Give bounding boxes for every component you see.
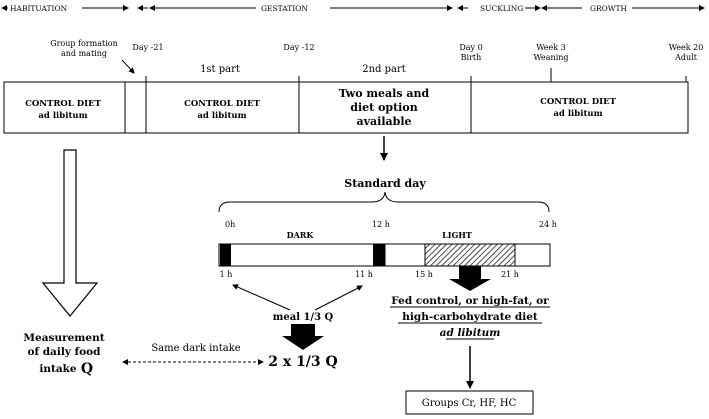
phase-growth: GROWTH bbox=[590, 4, 627, 13]
measurement-q: Q bbox=[81, 361, 93, 377]
standard-day-brace bbox=[218, 191, 550, 213]
timeline-labels: Group formation and mating Day -21 Day -… bbox=[50, 39, 703, 75]
light-down-arrow bbox=[449, 266, 491, 291]
label-0h: 0h bbox=[225, 220, 235, 229]
hollow-down-arrow bbox=[41, 149, 99, 317]
box1-control-diet: CONTROL DIET bbox=[25, 99, 101, 109]
box3-diet-option: diet option bbox=[350, 101, 417, 114]
box3-available: available bbox=[357, 115, 412, 128]
standard-day: Standard day 0h 12 h 24 h DARK LIGHT 1 h… bbox=[218, 177, 557, 279]
fed-line1: Fed control, or high-fat, or bbox=[391, 295, 549, 307]
box4-ad-libitum: ad libitum bbox=[553, 109, 602, 119]
groups-box bbox=[405, 390, 534, 415]
measurement-line2: of daily food bbox=[28, 346, 102, 358]
box2-ad-libitum: ad libitum bbox=[197, 111, 246, 121]
box1-ad-libitum: ad libitum bbox=[38, 111, 87, 121]
meal-total: 2 x 1/3 Q bbox=[268, 354, 338, 370]
timeline-bar: CONTROL DIET ad libitum CONTROL DIET ad … bbox=[3, 68, 689, 134]
mating-pointer-arrow bbox=[121, 59, 135, 74]
label-light: LIGHT bbox=[442, 230, 472, 240]
label-day0: Day 0 bbox=[459, 43, 482, 52]
label-weaning: Weaning bbox=[533, 53, 568, 62]
label-1h: 1 h bbox=[220, 270, 233, 279]
groups-label: Groups Cr, HF, HC bbox=[422, 398, 517, 409]
measurement-line1: Measurement bbox=[23, 332, 104, 344]
label-12h: 12 h bbox=[372, 220, 390, 229]
standard-day-title: Standard day bbox=[344, 177, 426, 190]
arrow-to-1h bbox=[232, 284, 291, 311]
label-and-mating: and mating bbox=[61, 49, 107, 58]
measurement-line3: intake bbox=[39, 363, 77, 375]
measurement-section: Measurement of daily food intake Q bbox=[23, 332, 104, 377]
phase-header: HABITUATION GESTATION SUCKLING GROWTH bbox=[1, 4, 705, 13]
phase-suckling: SUCKLING bbox=[480, 4, 523, 13]
fed-line3: ad libitum bbox=[440, 327, 501, 339]
label-15h: 15 h bbox=[415, 270, 433, 279]
meal-label: meal 1/3 Q bbox=[273, 312, 334, 323]
light-feeding-window bbox=[424, 243, 516, 267]
meal-down-arrow bbox=[282, 324, 324, 350]
label-week20: Week 20 bbox=[669, 43, 704, 52]
fed-line2: high-carbohydrate diet bbox=[402, 311, 538, 323]
box3-two-meals: Two meals and bbox=[339, 87, 430, 100]
meals-section: meal 1/3 Q 2 x 1/3 Q Same dark intake bbox=[122, 284, 363, 370]
arrow-to-11h bbox=[314, 285, 363, 311]
label-2nd-part: 2nd part bbox=[362, 64, 406, 75]
phase-gestation: GESTATION bbox=[261, 4, 308, 13]
same-dark-intake-label: Same dark intake bbox=[151, 343, 240, 354]
label-21h: 21 h bbox=[501, 270, 519, 279]
label-24h: 24 h bbox=[539, 220, 557, 229]
timeline-outline bbox=[3, 81, 689, 134]
label-dark: DARK bbox=[287, 230, 315, 240]
label-week3: Week 3 bbox=[536, 43, 566, 52]
fed-diet-section: Fed control, or high-fat, or high-carboh… bbox=[390, 266, 550, 389]
label-birth: Birth bbox=[461, 53, 482, 62]
label-11h: 11 h bbox=[355, 270, 373, 279]
label-1st-part: 1st part bbox=[200, 64, 240, 75]
meal-block-1h bbox=[220, 244, 231, 266]
label-day-minus12: Day -12 bbox=[283, 43, 314, 52]
box2-control-diet: CONTROL DIET bbox=[184, 99, 260, 109]
label-adult: Adult bbox=[674, 53, 698, 62]
meal-block-11h bbox=[373, 244, 385, 266]
box4-control-diet: CONTROL DIET bbox=[540, 97, 616, 107]
label-group-formation: Group formation bbox=[50, 39, 118, 48]
phase-habituation: HABITUATION bbox=[10, 4, 68, 13]
label-day-minus21: Day -21 bbox=[132, 43, 163, 52]
